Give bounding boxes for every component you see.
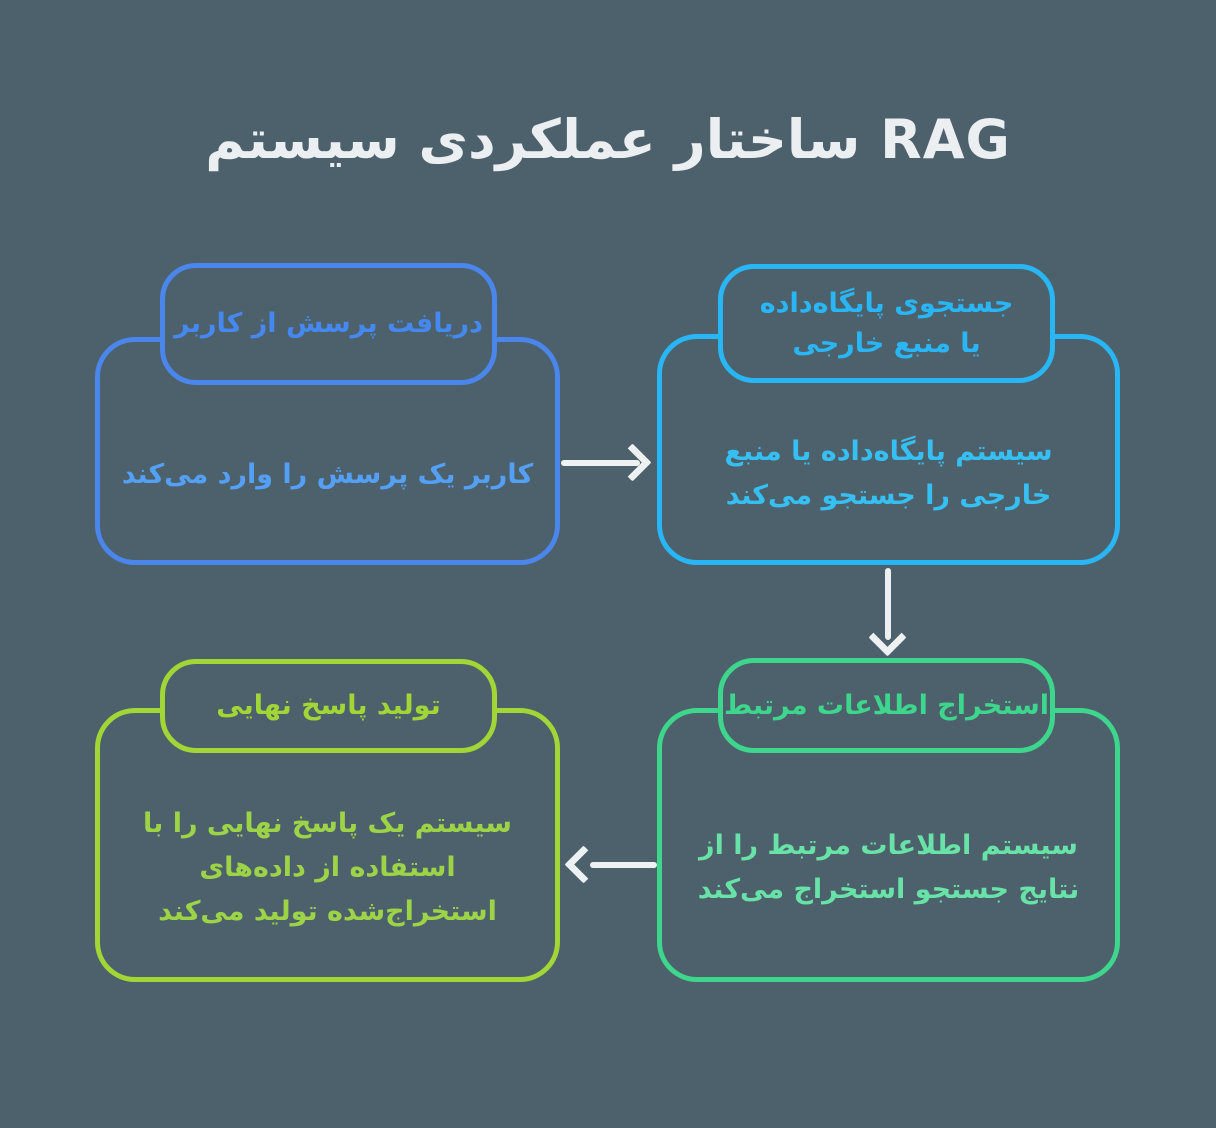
diagram-title: RAG ساختار عملکردی سیستم <box>205 108 1011 171</box>
arrow-shaft <box>885 568 891 640</box>
node-body-text: سیستم یک پاسخ نهایی را با استفاده از داد… <box>143 807 512 927</box>
node-search-database: سیستم پایگاه‌داده یا منبع خارجی را جستجو… <box>657 334 1120 565</box>
node-header-text: تولید پاسخ نهایی <box>216 690 441 721</box>
node-body-text: سیستم پایگاه‌داده یا منبع خارجی را جستجو… <box>724 436 1053 511</box>
node-header-badge: استخراج اطلاعات مرتبط <box>718 658 1055 753</box>
node-receive-query: کاربر یک پرسش را وارد می‌کند <box>95 337 560 565</box>
node-header-text: دریافت پرسش از کاربر <box>174 308 483 339</box>
arrow-head <box>564 845 603 884</box>
node-header-badge: تولید پاسخ نهایی <box>160 659 497 753</box>
node-header-badge: دریافت پرسش از کاربر <box>160 263 497 385</box>
node-generate-answer: سیستم یک پاسخ نهایی را با استفاده از داد… <box>95 708 560 982</box>
node-header-badge: جستجوی پایگاه‌داده یا منبع خارجی <box>718 264 1055 383</box>
node-body-text: کاربر یک پرسش را وارد می‌کند <box>121 459 534 490</box>
node-body-text: سیستم اطلاعات مرتبط را از نتایج جستجو اس… <box>697 829 1080 905</box>
arrow-shaft <box>590 862 657 868</box>
arrow-head <box>868 618 907 657</box>
node-header-text: استخراج اطلاعات مرتبط <box>723 689 1050 721</box>
arrow-head <box>613 443 652 482</box>
arrow-shaft <box>561 460 640 466</box>
node-header-text: جستجوی پایگاه‌داده یا منبع خارجی <box>759 287 1014 359</box>
